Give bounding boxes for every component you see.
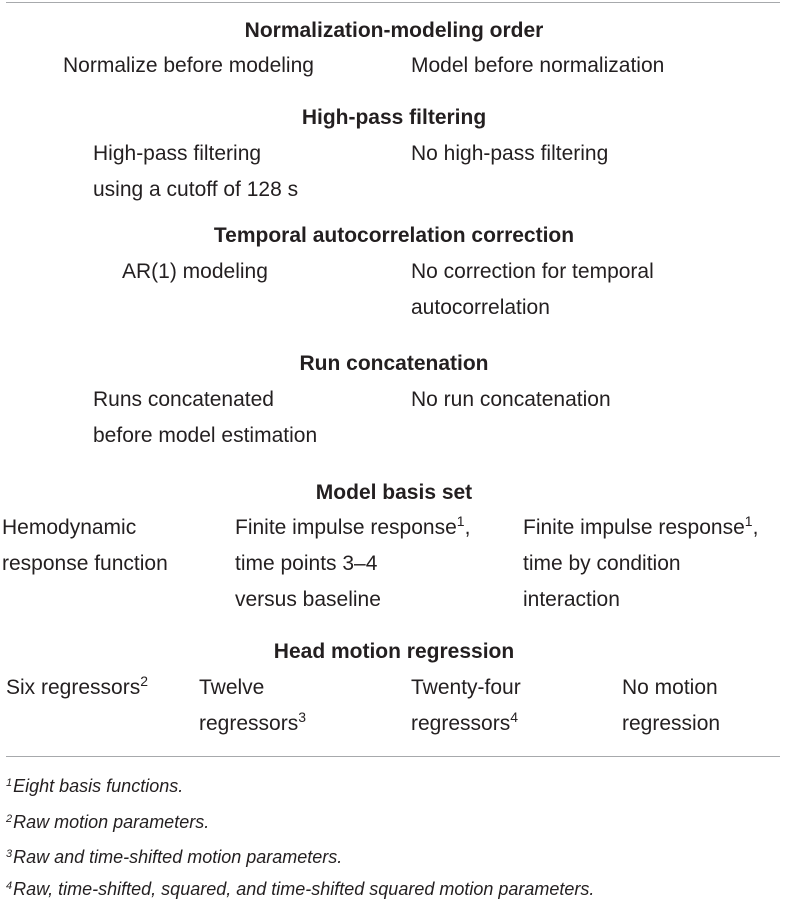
option-fir-interaction-text: Finite impulse response bbox=[523, 516, 745, 539]
option-fir-interaction-line-3: interaction bbox=[523, 588, 620, 611]
option-runs-concatenated-line-1: Runs concatenated bbox=[93, 388, 274, 411]
footnote-2: 2Raw motion parameters. bbox=[6, 811, 209, 833]
section-heading-temporal-autocorrelation: Temporal autocorrelation correction bbox=[213, 224, 575, 247]
footnote-mark-1: 1 bbox=[456, 513, 465, 529]
option-high-pass-filtering-line-1: High-pass filtering bbox=[93, 142, 262, 165]
option-no-autocorrelation-correction-line-2: autocorrelation bbox=[411, 296, 550, 319]
option-twenty-four-regressors-text: regressors bbox=[411, 712, 511, 735]
option-ar1-modeling-line-1: AR(1) modeling bbox=[122, 260, 268, 283]
option-no-motion-regression-line-1: No motion bbox=[622, 676, 718, 699]
option-twenty-four-regressors-line-1: Twenty-four bbox=[411, 676, 521, 699]
option-fir-time-points-line-2: time points 3–4 bbox=[235, 552, 378, 575]
option-fir-time-points: Finite impulse response1, time points 3–… bbox=[235, 510, 470, 618]
footnote-mark-4: 4 bbox=[510, 709, 518, 725]
footnote-mark-1: 1 bbox=[744, 513, 753, 529]
option-no-run-concatenation: No run concatenation bbox=[411, 382, 611, 418]
option-fir-interaction-line-1: Finite impulse response1, bbox=[523, 513, 759, 539]
option-no-high-pass-filtering: No high-pass filtering bbox=[411, 136, 608, 172]
option-hemodynamic-response-function: Hemodynamic response function bbox=[2, 510, 168, 582]
option-normalize-before-modeling: Normalize before modeling bbox=[63, 54, 314, 77]
footnote-2-mark: 2 bbox=[6, 813, 13, 825]
option-fir-time-points-line-1: Finite impulse response1, bbox=[235, 513, 471, 539]
option-twelve-regressors: Twelve regressors3 bbox=[199, 670, 306, 742]
footnote-2-text: Raw motion parameters. bbox=[13, 812, 210, 832]
option-no-high-pass-filtering-line-1: No high-pass filtering bbox=[411, 142, 609, 165]
option-no-autocorrelation-correction: No correction for temporal autocorrelati… bbox=[411, 254, 654, 326]
option-six-regressors: Six regressors2 bbox=[6, 670, 148, 706]
option-no-motion-regression: No motion regression bbox=[622, 670, 720, 742]
option-ar1-modeling: AR(1) modeling bbox=[122, 254, 268, 290]
option-no-autocorrelation-correction-line-1: No correction for temporal bbox=[411, 260, 654, 283]
section-heading-run-concatenation: Run concatenation bbox=[299, 352, 489, 375]
footnote-3-text: Raw and time-shifted motion parameters. bbox=[13, 847, 343, 867]
footnote-rule bbox=[6, 756, 780, 757]
option-high-pass-filtering-line-2: using a cutoff of 128 s bbox=[93, 178, 299, 201]
option-six-regressors-text: Six regressors bbox=[6, 676, 141, 699]
option-fir-interaction-line-2: time by condition bbox=[523, 552, 681, 575]
option-hrf-line-1: Hemodynamic bbox=[2, 516, 137, 539]
option-twenty-four-regressors-line-2: regressors4 bbox=[411, 706, 521, 742]
option-hrf-line-2: response function bbox=[2, 552, 168, 575]
footnote-1-mark: 1 bbox=[6, 777, 13, 789]
option-model-before-normalization: Model before normalization bbox=[411, 54, 665, 77]
option-twelve-regressors-line-1: Twelve bbox=[199, 676, 265, 699]
footnote-mark-2: 2 bbox=[140, 673, 148, 689]
section-heading-normalization-order: Normalization-modeling order bbox=[244, 19, 544, 42]
option-twenty-four-regressors: Twenty-four regressors4 bbox=[411, 670, 521, 742]
footnote-4-mark: 4 bbox=[6, 880, 13, 892]
footnote-mark-3: 3 bbox=[298, 709, 306, 725]
option-runs-concatenated-line-2: before model estimation bbox=[93, 424, 318, 447]
option-fir-time-points-text: Finite impulse response bbox=[235, 516, 457, 539]
footnote-1-text: Eight basis functions. bbox=[13, 776, 184, 796]
option-fir-time-points-line-3: versus baseline bbox=[235, 588, 381, 611]
option-fir-interaction: Finite impulse response1, time by condit… bbox=[523, 510, 758, 618]
option-twelve-regressors-text: regressors bbox=[199, 712, 299, 735]
section-heading-head-motion-regression: Head motion regression bbox=[273, 640, 515, 663]
option-high-pass-filtering: High-pass filtering using a cutoff of 12… bbox=[93, 136, 298, 208]
option-runs-concatenated: Runs concatenated before model estimatio… bbox=[93, 382, 317, 454]
footnote-4-text: Raw, time-shifted, squared, and time-shi… bbox=[13, 879, 595, 899]
option-no-motion-regression-line-2: regression bbox=[622, 712, 721, 735]
option-six-regressors-line-1: Six regressors2 bbox=[6, 670, 148, 706]
footnote-4: 4Raw, time-shifted, squared, and time-sh… bbox=[6, 878, 594, 900]
section-heading-model-basis-set: Model basis set bbox=[315, 481, 473, 504]
footnote-1: 1Eight basis functions. bbox=[6, 775, 183, 797]
footnote-3: 3Raw and time-shifted motion parameters. bbox=[6, 846, 342, 868]
top-rule bbox=[6, 2, 780, 3]
option-no-run-concatenation-line-1: No run concatenation bbox=[411, 388, 611, 411]
footnote-3-mark: 3 bbox=[6, 848, 13, 860]
option-twelve-regressors-line-2: regressors3 bbox=[199, 706, 306, 742]
section-heading-high-pass-filtering: High-pass filtering bbox=[301, 106, 487, 129]
